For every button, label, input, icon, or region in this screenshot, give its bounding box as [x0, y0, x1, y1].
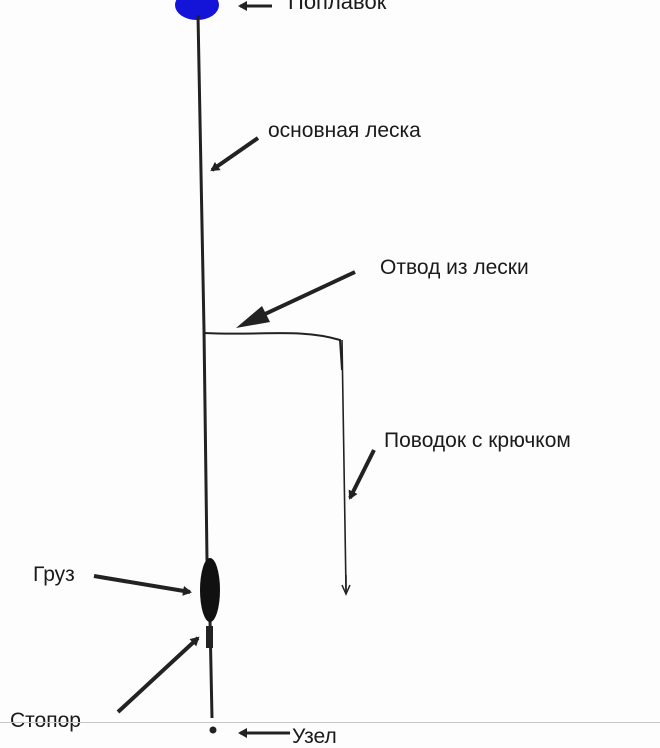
branch-arrow	[247, 270, 356, 324]
stopper-label: Стопор	[10, 709, 81, 732]
knot-label: Узел	[292, 725, 337, 748]
knot-shape	[209, 726, 217, 734]
leader-line	[341, 339, 347, 591]
branch-line	[203, 332, 343, 371]
main-line-arrow	[210, 136, 260, 172]
branch-arrowhead	[236, 306, 270, 328]
main-line-label: основная леска	[268, 119, 421, 142]
leader-label: Поводок с крючком	[384, 429, 571, 452]
float-shape	[175, 0, 219, 20]
leader-arrow	[348, 449, 376, 500]
bottom-divider	[0, 722, 660, 723]
weight-shape	[200, 558, 220, 622]
float-label: Поплавок	[288, 0, 387, 14]
branch-label: Отвод из лески	[380, 256, 529, 279]
hook-icon	[341, 575, 351, 596]
stopper-arrow	[116, 636, 200, 714]
weight-label: Груз	[33, 563, 75, 586]
stopper-shape	[206, 626, 213, 648]
weight-arrow	[93, 574, 192, 596]
